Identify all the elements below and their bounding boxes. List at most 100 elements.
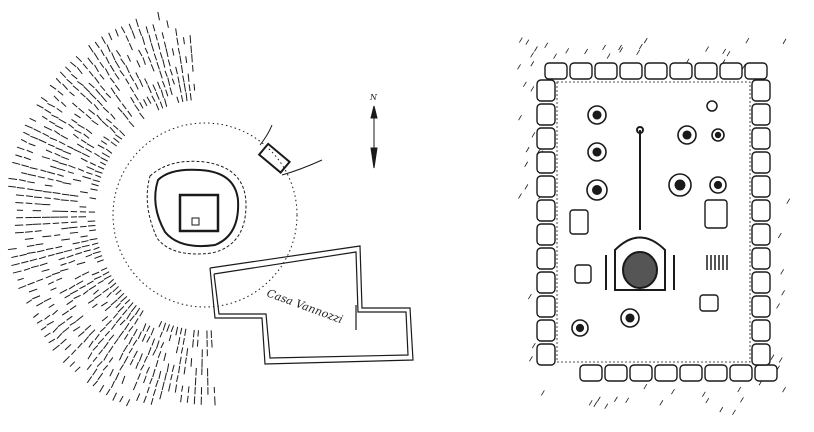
ground-stroke — [531, 343, 536, 349]
hatch-stroke — [77, 123, 85, 129]
hatch-stroke — [52, 344, 60, 351]
object-block — [574, 264, 592, 284]
hatch-stroke — [49, 137, 58, 142]
hatch-stroke — [76, 261, 86, 265]
hatch-stroke — [87, 352, 93, 360]
hatch-stroke — [92, 179, 100, 183]
hatch-stroke — [86, 171, 93, 175]
hatch-stroke — [75, 315, 84, 322]
hatch-stroke — [147, 85, 152, 94]
ground-stroke — [781, 290, 785, 296]
hatch-stroke — [47, 143, 55, 148]
ground-stroke — [732, 409, 736, 415]
ground-stroke — [780, 269, 785, 275]
hatch-stroke — [139, 101, 144, 109]
ground-stroke — [625, 397, 630, 404]
hatch-stroke — [86, 280, 94, 285]
hatch-stroke — [68, 259, 76, 264]
hatch-stroke — [57, 321, 66, 328]
hatch-stroke — [81, 152, 90, 158]
hatch-stroke — [138, 28, 143, 37]
hatch-stroke — [102, 106, 110, 113]
hatch-stroke — [11, 255, 19, 259]
tumulus-site-plan: Casa Vannozzi N — [7, 11, 414, 407]
hatch-stroke — [114, 60, 120, 69]
hatch-stroke — [88, 109, 96, 115]
hatch-stroke — [88, 44, 94, 53]
hatch-stroke — [73, 133, 79, 139]
hatch-stroke — [166, 20, 169, 28]
hatch-stroke — [43, 297, 52, 303]
hatch-stroke — [188, 84, 191, 92]
hatch-stroke — [112, 286, 119, 293]
hatch-stroke — [120, 26, 126, 34]
hatch-stroke — [109, 126, 116, 134]
hatch-stroke — [56, 179, 63, 183]
hatch-stroke — [58, 141, 66, 146]
wall-stone — [694, 62, 718, 80]
wall-stone — [669, 62, 693, 80]
hatch-stroke — [36, 319, 43, 324]
ground-stroke — [737, 386, 742, 393]
hatch-stroke — [143, 395, 147, 404]
hatch-stroke — [105, 319, 112, 327]
hatch-stroke — [122, 309, 128, 316]
ground-stroke — [604, 403, 609, 409]
ground-stroke — [786, 198, 791, 204]
hatch-stroke — [101, 152, 110, 158]
ground-stroke — [596, 396, 601, 402]
hatch-stroke — [72, 85, 80, 92]
wall-stone — [536, 319, 556, 342]
hatch-stroke — [73, 326, 81, 332]
hatch-stroke — [94, 170, 103, 174]
vase — [571, 319, 589, 337]
tumulus-hatching — [7, 11, 216, 407]
hatch-stroke — [174, 384, 178, 393]
hatch-stroke — [135, 361, 139, 369]
hatch-stroke — [58, 162, 68, 166]
hatch-stroke — [193, 83, 196, 91]
hatch-stroke — [43, 190, 52, 193]
hatch-stroke — [55, 77, 62, 84]
hatch-stroke — [110, 380, 116, 389]
hatch-stroke — [183, 366, 186, 375]
ground-stroke — [701, 391, 706, 398]
wall-stone — [654, 364, 678, 382]
hatch-stroke — [81, 240, 89, 243]
hatch-stroke — [96, 114, 102, 121]
hatch-stroke — [176, 96, 180, 103]
hatch-stroke — [93, 52, 99, 61]
hatch-stroke — [91, 183, 99, 187]
ground-stroke — [782, 387, 786, 393]
ground-stroke — [602, 44, 606, 51]
hatch-stroke — [109, 368, 114, 377]
hatch-stroke — [56, 107, 63, 113]
ground-stroke — [659, 400, 664, 406]
ground-stroke — [518, 37, 523, 43]
hatch-stroke — [29, 117, 37, 122]
vase — [587, 142, 607, 162]
hatch-stroke — [69, 361, 76, 367]
hatch-stroke — [115, 134, 123, 140]
ground-stroke — [770, 354, 775, 360]
hatch-stroke — [117, 306, 125, 313]
hatch-stroke — [164, 98, 168, 107]
hatch-stroke — [133, 328, 138, 337]
hatch-stroke — [60, 101, 67, 108]
hatch-stroke — [54, 234, 61, 237]
ground-stroke — [636, 49, 641, 55]
hatch-stroke — [175, 66, 178, 75]
hatch-stroke — [129, 86, 135, 93]
hatch-stroke — [146, 386, 150, 394]
hatch-stroke — [73, 294, 81, 299]
wall-stone — [536, 343, 556, 366]
hatch-stroke — [52, 326, 59, 333]
hatch-stroke — [27, 173, 37, 177]
hatch-stroke — [72, 241, 80, 245]
hatch-stroke — [93, 104, 99, 111]
hatch-stroke — [179, 55, 182, 64]
hatch-stroke — [71, 118, 78, 124]
hatch-stroke — [109, 64, 115, 72]
hatch-stroke — [46, 320, 55, 326]
vase-mouth — [592, 185, 602, 195]
